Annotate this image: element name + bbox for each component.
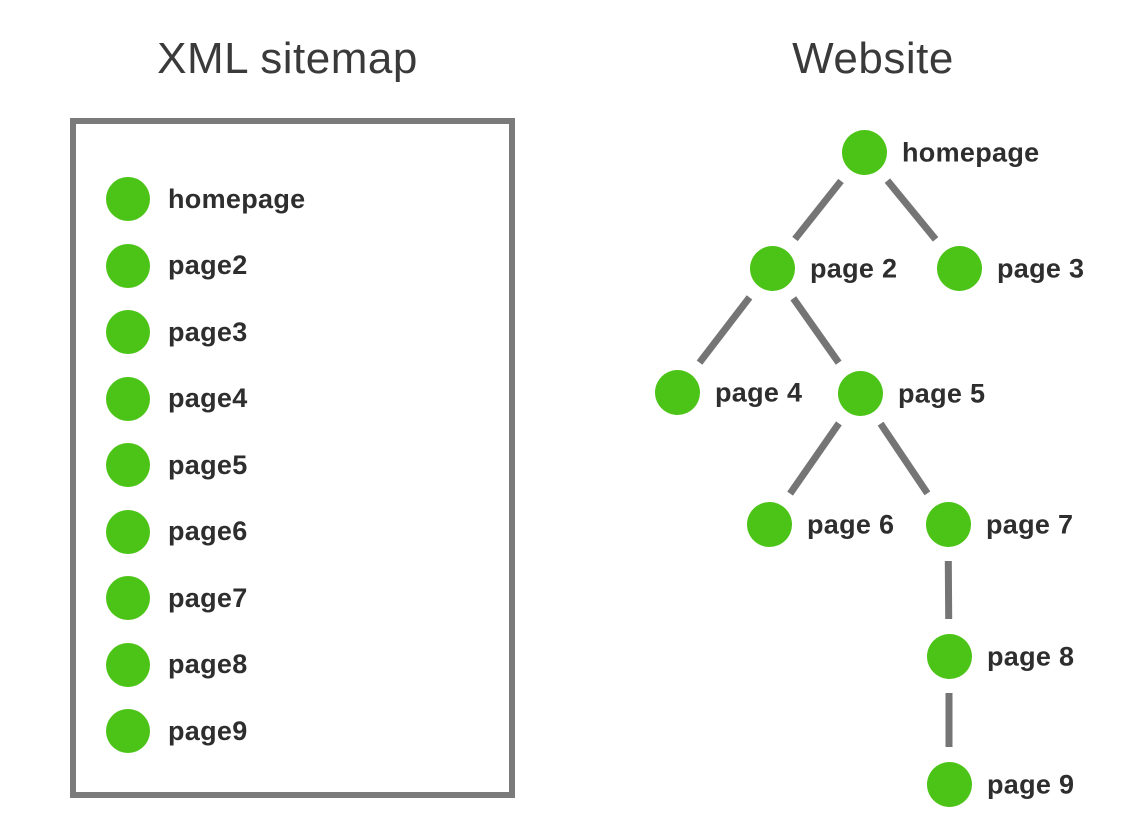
sitemap-item-page5: page5 bbox=[106, 443, 509, 488]
green-dot-icon bbox=[106, 376, 150, 421]
website-title: Website bbox=[792, 34, 954, 83]
tree-node-label-page9: page 9 bbox=[987, 769, 1075, 800]
sitemap-item-page9: page9 bbox=[106, 709, 509, 754]
sitemap-item-label: page5 bbox=[168, 449, 248, 480]
tree-edge-homepage-page3 bbox=[884, 178, 939, 242]
green-dot-icon bbox=[106, 642, 150, 687]
sitemap-list: homepage page2 page3 page4 page5 page6 page7 pa… bbox=[76, 124, 509, 754]
tree-node-label-page3: page 3 bbox=[997, 253, 1085, 284]
sitemap-item-page6: page6 bbox=[106, 509, 509, 555]
green-dot-icon bbox=[106, 576, 150, 621]
green-dot-icon bbox=[106, 443, 150, 488]
sitemap-item-label: page6 bbox=[168, 516, 248, 547]
sitemap-box: homepage page2 page3 page4 page5 page6 page7 pa… bbox=[70, 118, 515, 798]
sitemap-item-label: homepage bbox=[168, 183, 306, 214]
sitemap-item-page2: page2 bbox=[106, 243, 509, 289]
tree-node-label-page6: page 6 bbox=[807, 509, 895, 540]
tree-node-page9 bbox=[926, 761, 972, 807]
tree-node-page5 bbox=[837, 370, 883, 416]
tree-node-page4 bbox=[654, 369, 700, 415]
sitemap-item-homepage: homepage bbox=[106, 177, 509, 222]
tree-node-label-page8: page 8 bbox=[987, 641, 1075, 672]
sitemap-item-page7: page7 bbox=[106, 576, 509, 621]
tree-node-label-page2: page 2 bbox=[810, 253, 898, 284]
tree-node-page6 bbox=[746, 501, 792, 547]
green-dot-icon bbox=[106, 310, 150, 355]
green-dot-icon bbox=[106, 509, 150, 554]
xml-sitemap-title: XML sitemap bbox=[157, 34, 418, 83]
sitemap-item-label: page8 bbox=[168, 649, 248, 680]
tree-node-page7 bbox=[925, 501, 971, 547]
sitemap-item-label: page4 bbox=[168, 383, 248, 414]
tree-node-page2 bbox=[749, 245, 795, 291]
green-dot-icon bbox=[106, 709, 150, 754]
tree-edge-page5-page6 bbox=[787, 421, 842, 496]
green-dot-icon bbox=[106, 243, 150, 288]
sitemap-item-page3: page3 bbox=[106, 310, 509, 355]
sitemap-item-page8: page8 bbox=[106, 642, 509, 688]
tree-edge-homepage-page2 bbox=[792, 178, 844, 242]
tree-node-label-page5: page 5 bbox=[898, 378, 986, 409]
tree-edge-page2-page5 bbox=[790, 296, 842, 365]
tree-node-page8 bbox=[926, 633, 972, 679]
sitemap-item-label: page3 bbox=[168, 316, 248, 347]
sitemap-item-page4: page4 bbox=[106, 376, 509, 422]
tree-node-page3 bbox=[936, 245, 982, 291]
tree-edge-page2-page4 bbox=[696, 295, 753, 365]
sitemap-item-label: page2 bbox=[168, 250, 248, 281]
sitemap-item-label: page9 bbox=[168, 715, 248, 746]
tree-node-label-homepage: homepage bbox=[902, 137, 1040, 168]
tree-node-label-page4: page 4 bbox=[715, 377, 803, 408]
tree-node-homepage bbox=[841, 129, 887, 175]
tree-node-label-page7: page 7 bbox=[986, 509, 1074, 540]
green-dot-icon bbox=[106, 177, 150, 222]
tree-edge-page5-page7 bbox=[877, 421, 931, 496]
sitemap-item-label: page7 bbox=[168, 582, 248, 613]
